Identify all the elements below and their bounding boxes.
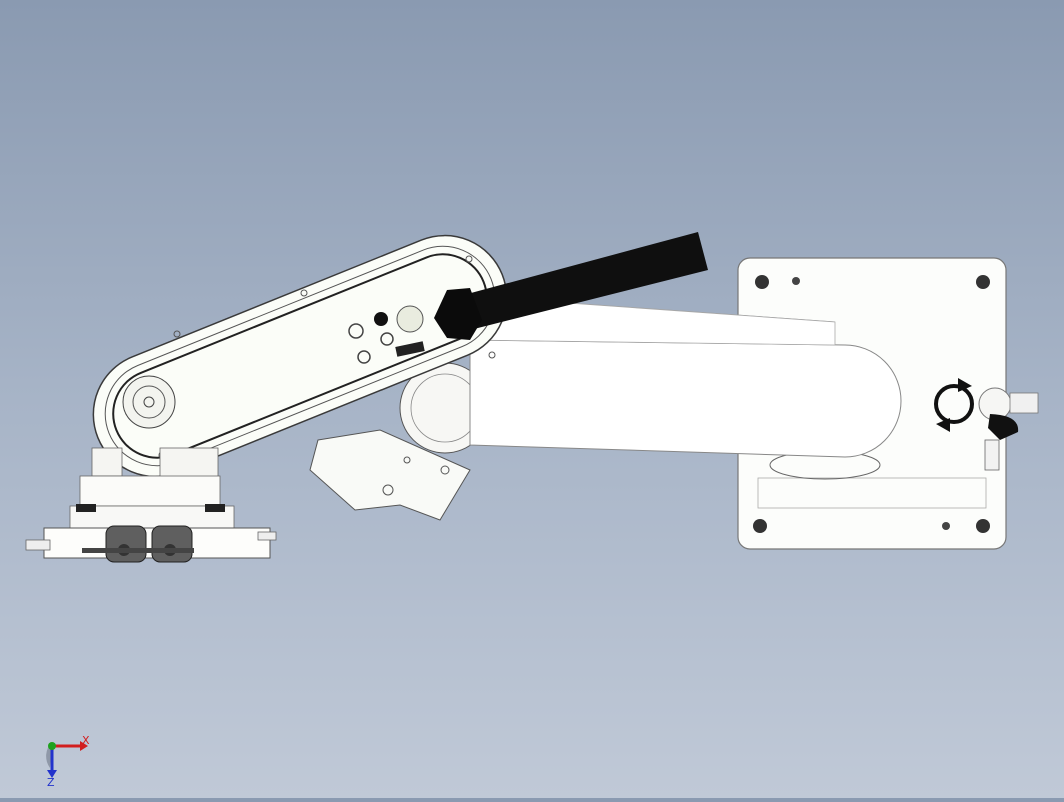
coordinate-triad: X Z bbox=[46, 734, 90, 786]
rotate-view-icon[interactable] bbox=[934, 378, 1039, 440]
cable-hose bbox=[434, 232, 708, 340]
upper-arm-details bbox=[122, 255, 496, 459]
gripper-assembly[interactable] bbox=[25, 447, 277, 563]
z-axis-label: Z bbox=[47, 776, 55, 786]
upper-arm[interactable] bbox=[75, 217, 526, 495]
x-axis-label: X bbox=[82, 734, 90, 747]
motor-bracket bbox=[309, 429, 471, 521]
forearm[interactable] bbox=[468, 299, 902, 458]
